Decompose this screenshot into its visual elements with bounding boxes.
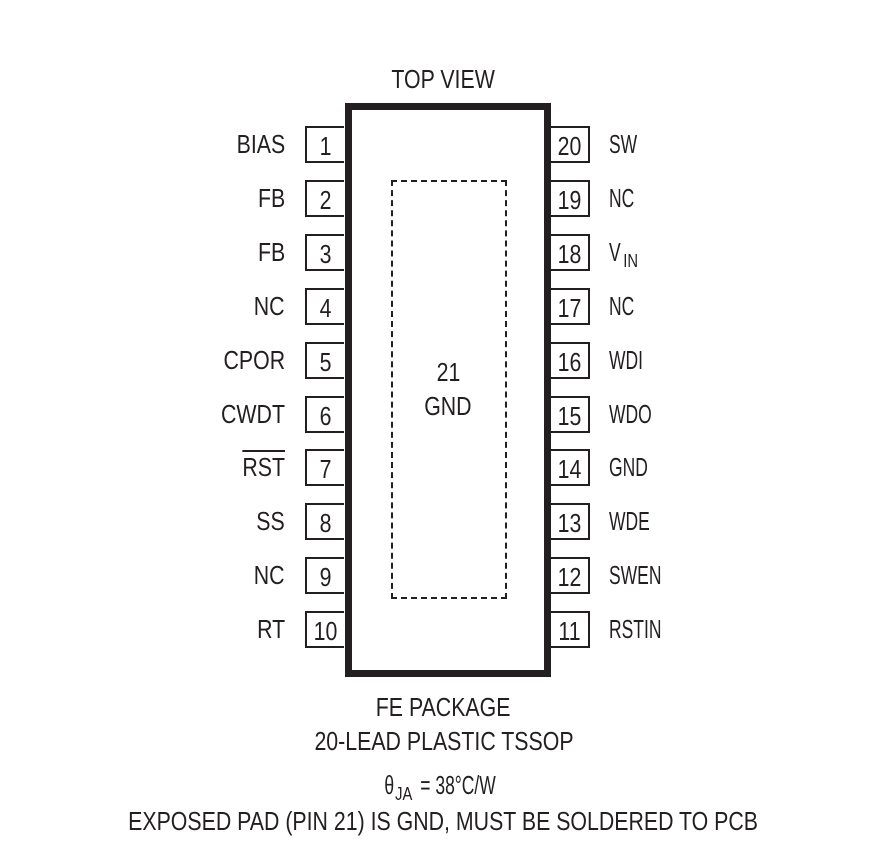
pin-5-box: 5: [305, 341, 344, 379]
pin-number: 6: [319, 400, 332, 431]
pin-number: 5: [319, 346, 332, 377]
exposed-pad-outline: [391, 180, 507, 599]
pin-number: 17: [557, 292, 582, 323]
pin-20-box: 20: [551, 126, 590, 163]
pin-10-box: 10: [305, 611, 344, 649]
pin-17-label: NC: [609, 290, 635, 321]
pin-11-label: RSTIN: [609, 614, 662, 645]
pin-number: 13: [557, 508, 582, 539]
pin-number: 12: [557, 562, 582, 593]
pin-number: 20: [557, 131, 582, 161]
pin-number: 1: [319, 131, 332, 161]
pin-14-label: GND: [609, 452, 648, 483]
ic-package-body: [345, 103, 551, 677]
pin-7-box: 7: [305, 449, 344, 487]
pin-number: 7: [319, 454, 332, 485]
pin-11-box: 11: [551, 611, 590, 649]
pin-number: 18: [557, 238, 582, 269]
pin-12-label: SWEN: [609, 560, 662, 591]
pin-1-box: 1: [305, 126, 344, 163]
pin-number: 19: [557, 184, 582, 215]
pin-19-box: 19: [551, 179, 590, 217]
package-description: 20-LEAD PLASTIC TSSOP: [313, 726, 574, 756]
pin-14-box: 14: [551, 449, 590, 487]
pin-2-label: FB: [257, 182, 285, 213]
pin-16-box: 16: [551, 341, 590, 379]
pin-16-label: WDI: [609, 344, 643, 375]
pin-number: 16: [557, 346, 582, 377]
pin-9-label: NC: [254, 560, 285, 591]
pin-5-label: CPOR: [223, 344, 285, 375]
pin-18-box: 18: [551, 233, 590, 271]
pin-13-label: WDE: [609, 506, 650, 537]
exposed-pad-note: EXPOSED PAD (PIN 21) IS GND, MUST BE SOL…: [128, 806, 759, 836]
pin-number: 15: [557, 400, 582, 431]
pin-9-box: 9: [305, 557, 344, 595]
pin-13-box: 13: [551, 503, 590, 541]
pin-number: 14: [557, 454, 582, 485]
pin-4-box: 4: [305, 287, 344, 325]
pin-number: 3: [319, 238, 332, 269]
pin-15-box: 15: [551, 395, 590, 433]
pin-4-label: NC: [254, 290, 285, 321]
pin-8-box: 8: [305, 503, 344, 541]
pin-12-box: 12: [551, 557, 590, 595]
pin-number: 9: [319, 562, 332, 593]
exposed-pad-name: GND: [424, 391, 472, 421]
pin-19-label: NC: [609, 182, 635, 213]
pin-3-label: FB: [257, 236, 285, 267]
pin-15-label: WDO: [609, 398, 652, 429]
package-name: FE PACKAGE: [376, 692, 511, 722]
diagram-title: TOP VIEW: [391, 64, 496, 94]
pin-number: 2: [319, 184, 332, 215]
thermal-resistance: θJA = 38°C/W: [383, 770, 496, 804]
pin-6-box: 6: [305, 395, 344, 433]
pin-number: 4: [319, 292, 332, 323]
exposed-pad-number: 21: [436, 357, 460, 387]
pin-20-label: SW: [609, 129, 638, 159]
pin-number: 8: [319, 508, 332, 539]
pin-10-label: RT: [256, 614, 285, 645]
pin-1-label: BIAS: [236, 129, 285, 159]
pin-6-label: CWDT: [221, 398, 285, 429]
pin-2-box: 2: [305, 179, 344, 217]
pin-3-box: 3: [305, 233, 344, 271]
pin-8-label: SS: [256, 506, 285, 537]
pin-number: 11: [558, 616, 581, 647]
pin-number: 10: [313, 616, 338, 647]
pin-7-label: RST: [242, 452, 285, 483]
pin-17-box: 17: [551, 287, 590, 325]
